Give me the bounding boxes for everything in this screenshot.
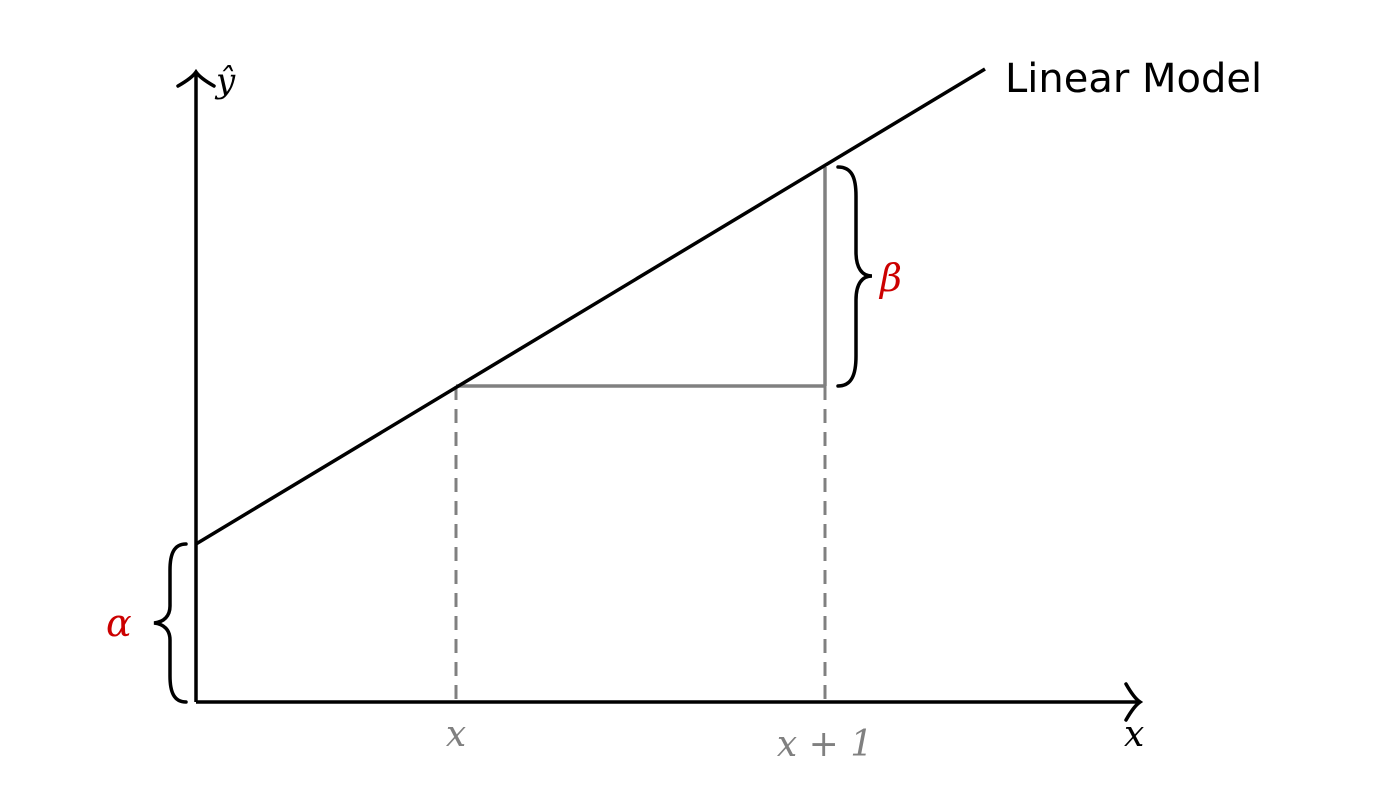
y-axis-arrowhead (176, 68, 216, 88)
y-axis-label: ŷ (214, 61, 236, 101)
alpha-label: α (106, 601, 132, 645)
model-label: Linear Model (1005, 56, 1262, 102)
x-axis-label: x (1124, 714, 1144, 755)
x-plus-one-tick-label: x + 1 (777, 724, 873, 765)
alpha-brace (153, 542, 188, 704)
x-tick-label: x (446, 714, 466, 755)
beta-label: β (878, 256, 902, 300)
linear-model-line (195, 67, 986, 546)
beta-brace (836, 165, 873, 388)
x-axis-arrowhead (1124, 682, 1144, 722)
